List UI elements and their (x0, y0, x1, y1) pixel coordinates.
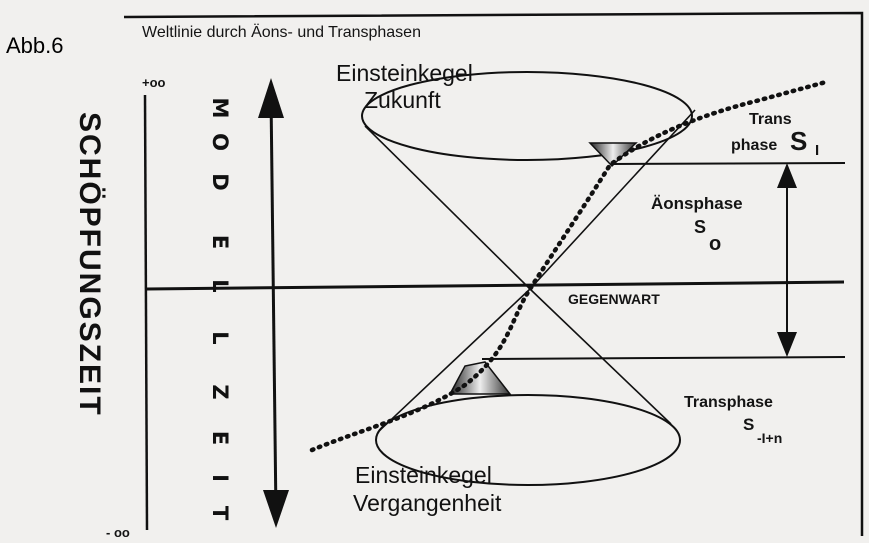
figure-label: Abb.6 (6, 33, 64, 58)
axis-top-label: +oo (142, 75, 166, 90)
model-time-letter: T (208, 505, 232, 521)
upper-phase-line (611, 162, 846, 165)
lower-transphase-subscript: -I+n (757, 430, 783, 446)
time-axis (143, 94, 149, 531)
axis-bottom-label: - oo (106, 525, 130, 540)
world-line (309, 79, 829, 453)
aeon-phase-subscript: o (709, 233, 722, 255)
model-time-axis (269, 95, 278, 517)
frame-border (123, 11, 864, 536)
model-time-letter: L (208, 279, 232, 293)
upper-transphase-label-2: phase (731, 137, 778, 154)
model-time-letter: D (208, 173, 232, 191)
model-time-letter: E (208, 234, 232, 250)
lower-phase-line (481, 356, 846, 360)
model-time-letter: L (208, 331, 232, 345)
aeon-arrow-down-icon (777, 332, 797, 357)
model-time-letter: E (208, 430, 232, 446)
arrow-down-icon (263, 490, 289, 528)
aeon-arrow-up-icon (777, 163, 797, 188)
future-cone-left-edge (364, 125, 531, 290)
past-cone-title: Einsteinkegel (355, 462, 492, 488)
creation-time-label: SCHÖPFUNGSZEIT (73, 112, 106, 417)
upper-transphase-subscript: I (815, 142, 820, 159)
model-time-label: M O D E L L Z E I T (198, 96, 242, 536)
upper-transphase-label: Trans (749, 111, 792, 128)
present-line (146, 280, 845, 291)
past-cone-left-edge (377, 288, 531, 433)
future-cone-title: Einsteinkegel (336, 60, 473, 86)
arrow-up-icon (258, 78, 284, 118)
past-cone-subtitle: Vergangenheit (353, 490, 502, 516)
lower-transphase-label: Transphase (684, 394, 773, 411)
upper-transphase-symbol: S (790, 126, 808, 156)
diagram-title: Weltlinie durch Äons- und Transphasen (142, 24, 421, 41)
past-cone-ellipse (375, 394, 681, 486)
aeon-phase-label: Äonsphase (651, 194, 743, 213)
future-cone-subtitle: Zukunft (364, 87, 441, 113)
model-time-letter: Z (208, 384, 232, 400)
future-cone-right-edge (529, 109, 696, 290)
past-cone-right-edge (529, 288, 672, 425)
model-time-letter: O (208, 133, 232, 151)
present-label: GEGENWART (568, 291, 660, 307)
aeon-phase-symbol: S (694, 217, 707, 237)
future-cone-ellipse (361, 71, 693, 161)
lower-transphase-symbol: S (743, 415, 755, 434)
